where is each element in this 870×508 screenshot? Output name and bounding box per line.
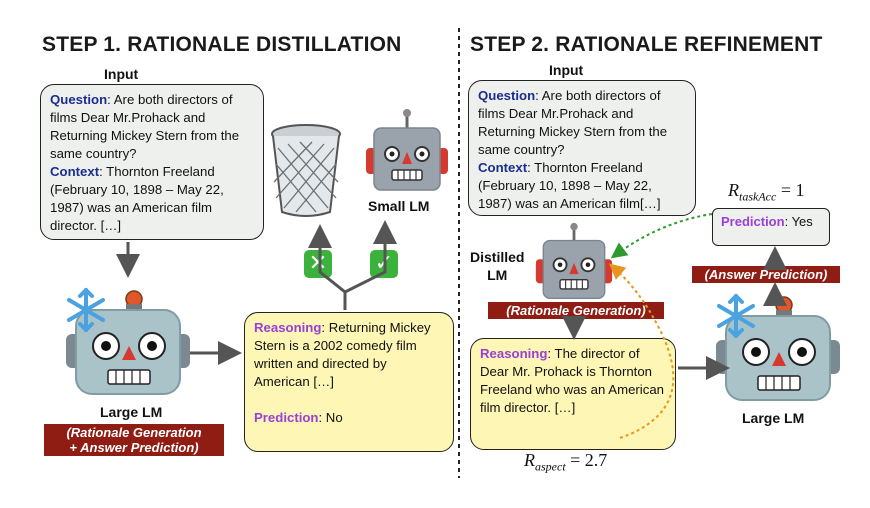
distilled-lm-line1: Distilled [470, 249, 525, 265]
step2-title: STEP 2. RATIONALE REFINEMENT [470, 33, 823, 56]
reasoning-text: : Returning Mickey Stern is a 2002 comed… [254, 320, 431, 389]
r-task-symbol: R [728, 180, 739, 200]
small-lm-label: Small LM [368, 198, 430, 214]
r-aspect-sub: aspect [535, 459, 566, 474]
r-task-value: = 1 [776, 180, 805, 200]
tag-line-2: + Answer Prediction) [69, 440, 199, 455]
step1-input-label: Input [104, 66, 139, 82]
r-aspect-value: = 2.7 [565, 450, 608, 470]
r-task-acc-formula: RtaskAcc = 1 [728, 180, 804, 205]
r-task-sub: taskAcc [739, 189, 777, 204]
r-aspect-formula: Raspect = 2.7 [524, 450, 607, 475]
question-text: : Are both directors of films Dear Mr.Pr… [478, 88, 668, 157]
large-lm-robot-icon [66, 288, 190, 395]
distilled-lm-label: Distilled LM [470, 248, 524, 284]
step2-reasoning-box: Reasoning: The director of Dear Mr. Proh… [470, 338, 676, 450]
step1-arrows [116, 220, 397, 365]
large-lm-label: Large LM [100, 404, 163, 420]
question-text: : Are both directors of films Dear Mr.Pr… [50, 92, 240, 161]
large-lm-label-step2: Large LM [742, 410, 805, 426]
context-key: Context [478, 160, 528, 175]
answer-prediction-tag: (Answer Prediction) [692, 266, 840, 283]
question-key: Question [50, 92, 108, 107]
tag-line-1: (Rationale Generation [66, 425, 202, 440]
step1-input-box: Question: Are both directors of films De… [40, 84, 264, 240]
prediction-key: Prediction [254, 410, 319, 425]
large-lm-robot-icon-step2 [716, 294, 840, 401]
step2-input-label: Input [549, 62, 584, 78]
distilled-lm-line2: LM [487, 267, 508, 283]
step2-prediction-box: Prediction: Yes [712, 208, 830, 246]
trash-can-icon [271, 124, 341, 217]
reasoning-text: : The director of Dear Mr. Prohack is Th… [480, 346, 664, 415]
small-lm-robot-icon [366, 109, 448, 191]
reasoning-key: Reasoning [480, 346, 548, 361]
r-aspect-symbol: R [524, 450, 535, 470]
large-lm-task-tag: (Rationale Generation + Answer Predictio… [44, 424, 224, 456]
step1-reasoning-box: Reasoning: Returning Mickey Stern is a 2… [244, 312, 454, 452]
step1-title: STEP 1. RATIONALE DISTILLATION [42, 33, 402, 56]
context-key: Context [50, 164, 100, 179]
prediction-text: : Yes [784, 214, 813, 229]
distilled-lm-robot-icon [535, 222, 613, 299]
prediction-key: Prediction [721, 214, 785, 229]
context-text: : Thornton Freeland (February 10, 1898 –… [478, 160, 661, 211]
context-text: : Thornton Freeland (February 10, 1898 –… [50, 164, 224, 233]
reasoning-key: Reasoning [254, 320, 322, 335]
prediction-text: : No [318, 410, 343, 425]
reject-cross-icon: ✕ [304, 250, 332, 278]
step2-input-box: Question: Are both directors of films De… [468, 80, 696, 216]
rationale-generation-tag: (Rationale Generation) [488, 302, 664, 319]
question-key: Question [478, 88, 536, 103]
